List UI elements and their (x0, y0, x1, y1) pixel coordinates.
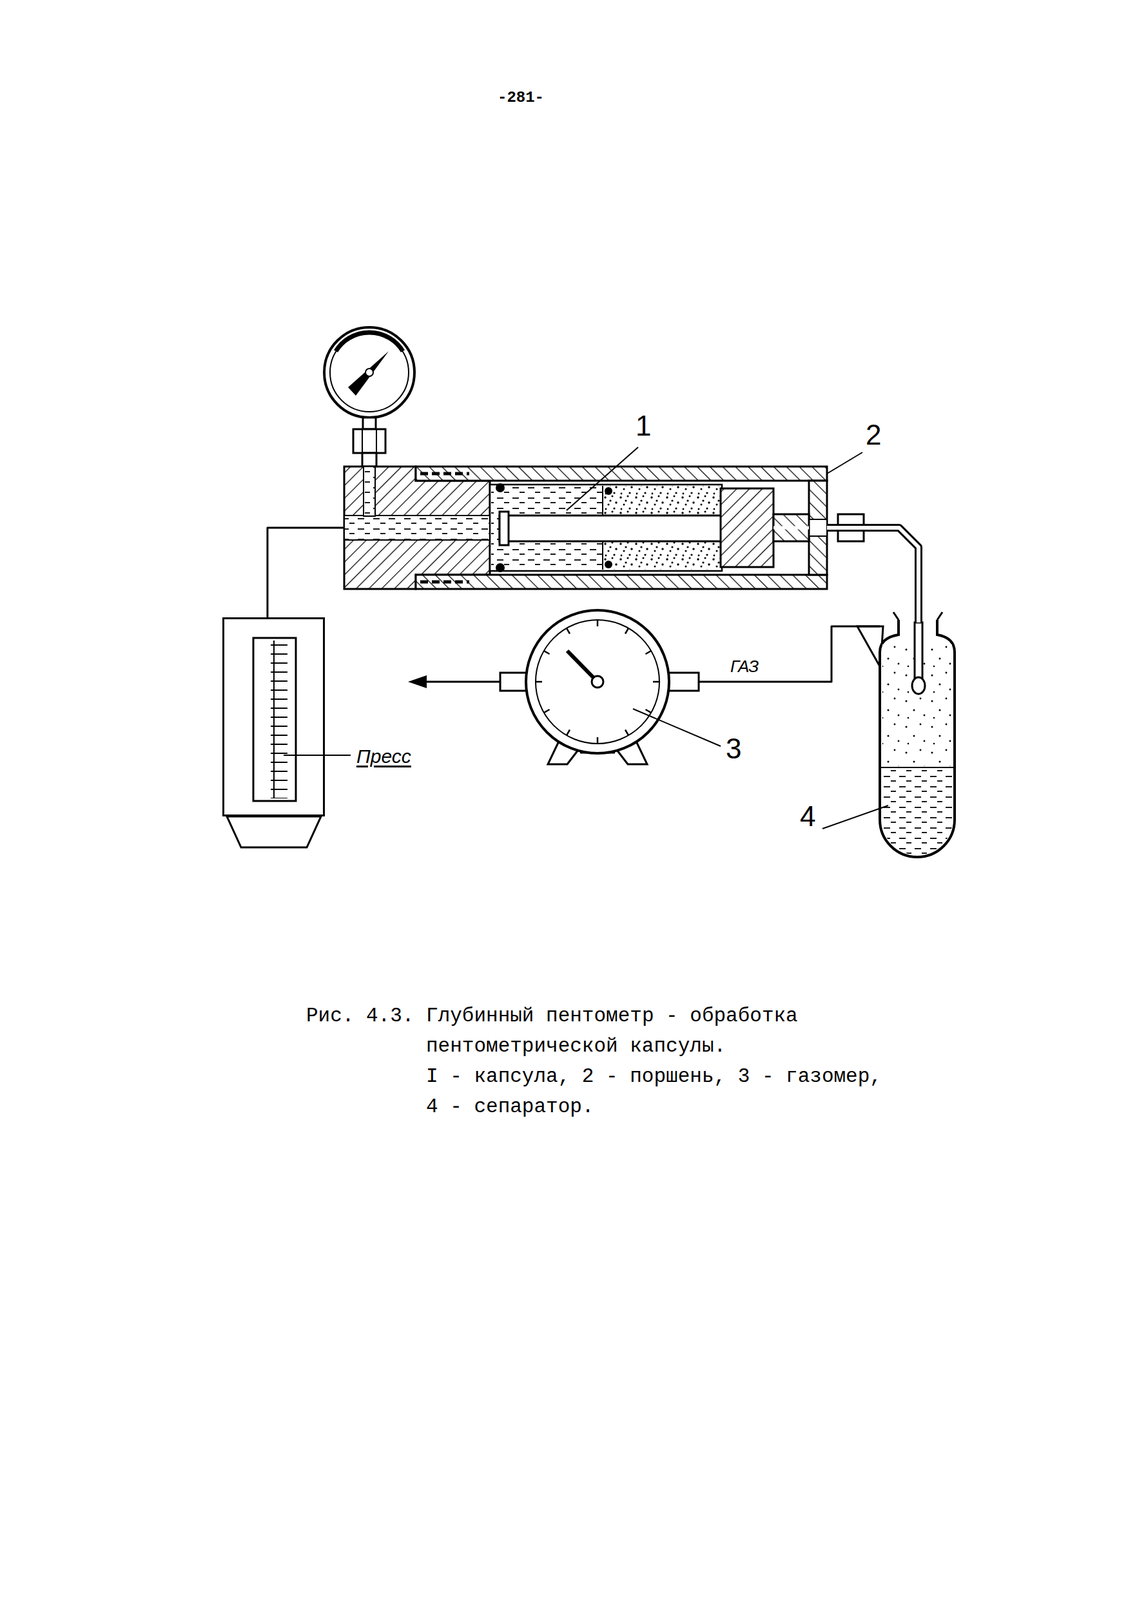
figure-key: I - капсула, 2 - поршень, 3 - газомер, 4… (306, 1061, 900, 1123)
o-ring (495, 563, 505, 573)
dip-tube-tip (912, 677, 925, 695)
separated-liquid (881, 767, 953, 856)
meter-ticks (535, 620, 660, 744)
gauge-nut (353, 429, 386, 454)
caption-block: Рис. 4.3. Глубинный пентометр - обработк… (306, 1001, 900, 1123)
separator-vessel: 4 (879, 622, 955, 858)
gauge-stem (362, 453, 377, 467)
o-ring (495, 483, 505, 493)
press-scale-ticks (255, 640, 294, 799)
piston (720, 488, 774, 568)
meter-case (525, 610, 670, 754)
callout-number: 2 (865, 418, 882, 452)
meter-fitting (500, 672, 528, 691)
separator-vessel (879, 620, 955, 858)
press-scale (253, 638, 296, 802)
fluid-channel (344, 515, 490, 541)
press (226, 638, 351, 848)
tube-bore (826, 527, 919, 623)
sample-tube (826, 527, 919, 623)
valve (773, 514, 809, 542)
gas-meter (408, 610, 721, 765)
rod-head (499, 511, 509, 546)
thread (420, 472, 470, 476)
meter-hub (591, 676, 604, 688)
capsule-tube (489, 484, 722, 572)
callout-number: 1 (635, 409, 652, 443)
gauge-nut-facet (361, 429, 363, 454)
connector-group (698, 626, 880, 682)
press-scale-line (273, 640, 275, 799)
flow-label: ГАЗ (728, 657, 761, 677)
gauge-hub (365, 368, 374, 377)
page-number: -281- (497, 88, 545, 107)
o-ring (604, 560, 613, 569)
leader-line (822, 805, 889, 829)
leader-line (826, 452, 863, 474)
end-plug (344, 466, 490, 590)
gauge-case (324, 327, 415, 418)
sample (602, 542, 721, 570)
gauge-scale-arc (335, 332, 403, 352)
capsule-holder: 1 (344, 466, 827, 590)
end-cap (808, 480, 827, 575)
gas-meter: 3 (500, 610, 699, 768)
leader-line (566, 447, 639, 511)
dip-tube (914, 622, 923, 682)
part-label: Пресс (356, 745, 412, 769)
outlet-bore (808, 519, 827, 537)
meter-dial (535, 620, 660, 744)
meter-fitting (667, 672, 699, 691)
gauge-nut-facet (375, 429, 378, 454)
liquid-level (881, 767, 954, 769)
connector-group (267, 527, 345, 618)
neck-flare (893, 612, 899, 621)
leader-line (632, 709, 721, 747)
gauge-stem (362, 417, 376, 430)
sample (602, 486, 721, 516)
o-ring (604, 487, 613, 496)
capsule-section (344, 466, 864, 590)
housing-wall (415, 574, 827, 590)
pressure-gauge (324, 327, 415, 467)
connector-group (826, 527, 919, 623)
outflow-arrowhead (408, 675, 427, 689)
pipe-line (698, 626, 880, 682)
valve-stem (773, 526, 809, 530)
thread (420, 580, 470, 584)
callout-number: 3 (725, 732, 742, 766)
piston-rod (499, 515, 722, 542)
neck-flare (937, 612, 943, 621)
leader-line (283, 754, 351, 757)
gauge-needle (348, 351, 389, 396)
outflow-line (422, 681, 501, 684)
separator (822, 612, 955, 858)
press-box: Пресс (222, 617, 325, 817)
callout-number: 4 (799, 800, 816, 834)
pipe-line (267, 527, 345, 618)
gauge-channel (363, 466, 376, 517)
housing-wall (415, 466, 827, 481)
figure-caption: Рис. 4.3. Глубинный пентометр - обработк… (306, 1001, 900, 1062)
press-base (226, 816, 321, 848)
